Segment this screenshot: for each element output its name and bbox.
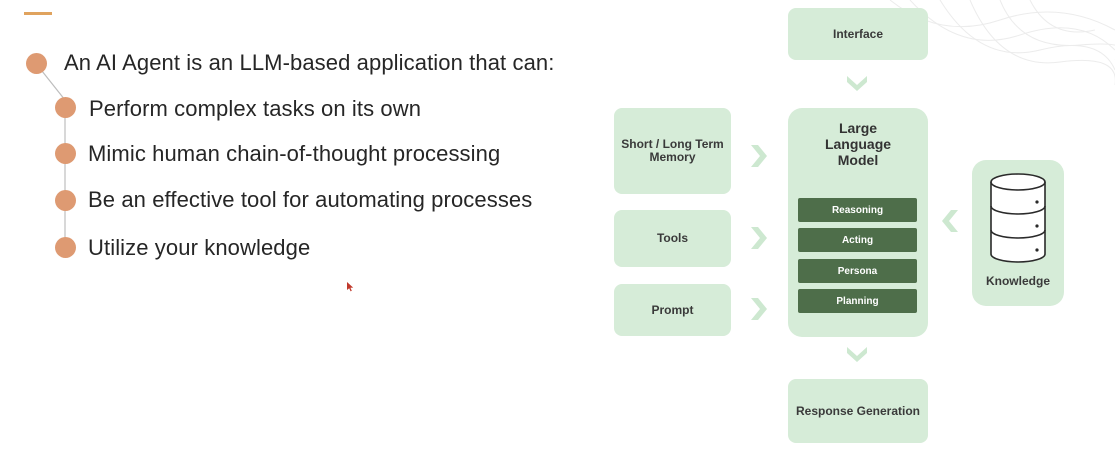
accent-bar [24,12,52,15]
chevron-right-icon [751,298,767,320]
llm-box: Large Language Model Reasoning Acting Pe… [788,108,928,337]
capability-persona: Persona [798,259,917,283]
bullet-dot [55,190,76,211]
chevron-left-icon [942,210,958,232]
background-texture [889,0,1115,85]
llm-title: Large Language Model [824,120,892,168]
chevron-down-icon [847,76,867,91]
bullet-main-text: An AI Agent is an LLM-based application … [64,50,555,75]
capability-reasoning: Reasoning [798,198,917,222]
bullet-item: Perform complex tasks on its own [89,96,422,121]
memory-box: Short / Long Term Memory [614,108,731,194]
knowledge-label: Knowledge [985,274,1050,288]
interface-box: Interface [788,8,928,60]
bullet-dot [55,143,76,164]
bullet-dot-main [26,53,47,74]
response-generation-box: Response Generation [788,379,928,443]
bullet-item: Mimic human chain-of-thought processing [88,141,501,166]
tools-box: Tools [614,210,731,267]
capability-acting: Acting [798,228,917,252]
bullet-item: Be an effective tool for automating proc… [88,187,533,212]
database-icon [990,173,1046,263]
chevron-down-icon [847,347,867,362]
chevron-right-icon [751,227,767,249]
bullet-dot [55,97,76,118]
prompt-box: Prompt [614,284,731,336]
chevron-right-icon [751,145,767,167]
capability-planning: Planning [798,289,917,313]
bullet-item: Utilize your knowledge [88,235,311,260]
knowledge-box: Knowledge [972,160,1064,306]
bullet-dot [55,237,76,258]
mouse-cursor-icon [347,282,354,292]
